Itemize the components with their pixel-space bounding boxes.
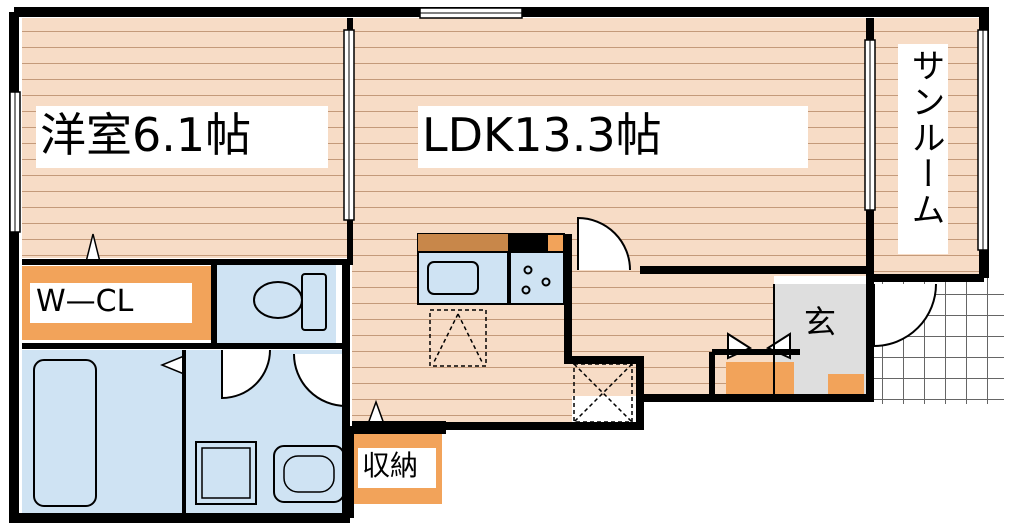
- room-label-shuno: 収納: [358, 448, 436, 488]
- sink-icon: [427, 261, 479, 295]
- stove-area: [509, 251, 565, 305]
- door-swing-entrance: [873, 283, 937, 348]
- toilet-bowl-icon: [253, 281, 303, 319]
- shoe-cabinet: [726, 362, 794, 394]
- burner-icon: [521, 285, 531, 295]
- room-label-wcl: W—CL: [30, 283, 192, 323]
- door-swing-ldk: [577, 216, 631, 271]
- washer-inner: [283, 455, 335, 493]
- room-label-youshitsu: 洋室6.1帖: [36, 106, 328, 168]
- counter-black: [508, 234, 548, 252]
- genkan-step: [828, 374, 864, 394]
- kitchen-counter-top: [418, 234, 508, 252]
- room-label-sunroom: サンルーム: [898, 44, 948, 254]
- toilet-tank-icon: [301, 273, 327, 331]
- washbasin-inner: [201, 447, 251, 499]
- bathtub-icon: [33, 359, 97, 507]
- fridge-mark: [433, 313, 483, 363]
- room-label-genkan: 玄: [804, 303, 837, 341]
- washbasin-icon: [195, 441, 257, 505]
- fridge-space: [429, 309, 487, 367]
- door-swing-bath: [293, 353, 347, 408]
- burner-icon: [523, 265, 533, 275]
- door-swing-washroom: [221, 349, 271, 400]
- burner-icon: [541, 277, 551, 287]
- room-label-ldk: LDK13.3帖: [418, 106, 808, 168]
